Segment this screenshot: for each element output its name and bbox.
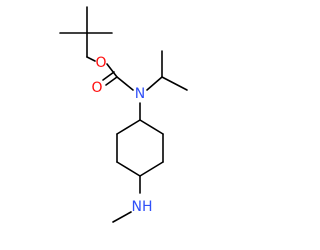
bond-n-isopropyl bbox=[146, 76, 163, 91]
bond-tbu-ester-o bbox=[86, 56, 96, 62]
ring-bond-4 bbox=[116, 161, 141, 177]
carbamate-nitrogen-label: N bbox=[135, 86, 145, 102]
ester-oxygen-label: O bbox=[95, 55, 106, 71]
molecule-diagram: O O N NH bbox=[59, 6, 188, 223]
bond-ester-o-carbonyl bbox=[106, 63, 118, 78]
amine-nh-label: NH bbox=[132, 199, 153, 215]
ring-bond-1 bbox=[139, 119, 164, 135]
bond-nh-methyl bbox=[112, 211, 132, 223]
bond-isopropyl-right bbox=[161, 76, 188, 91]
ring-bond-3 bbox=[139, 161, 164, 177]
bond-carbonyl-double-1 bbox=[105, 76, 118, 86]
bond-carbonyl-n bbox=[116, 76, 134, 91]
bond-carbonyl-double-2 bbox=[102, 71, 115, 81]
carbonyl-oxygen-label: O bbox=[91, 80, 102, 96]
ring-bond-6 bbox=[116, 119, 141, 135]
